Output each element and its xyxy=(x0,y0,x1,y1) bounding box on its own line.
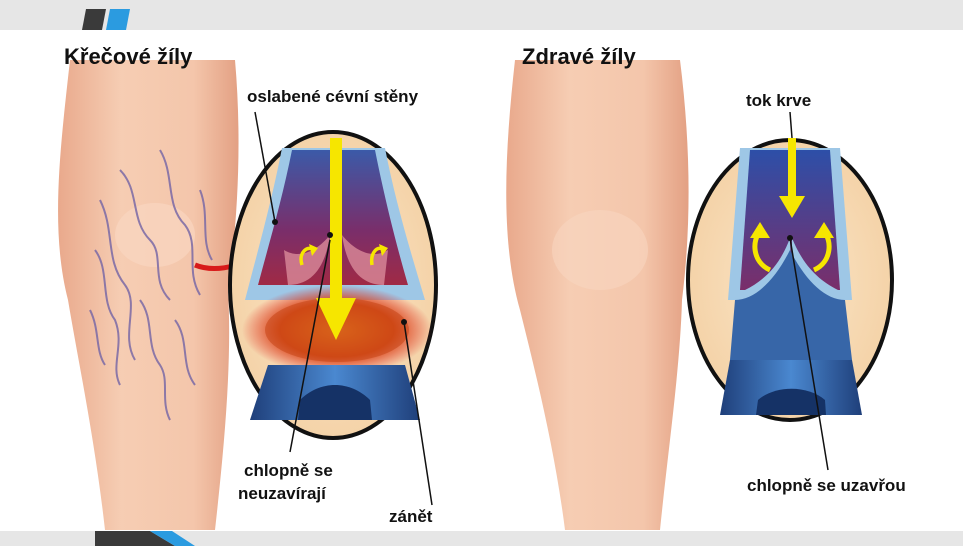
corner-logo-icon xyxy=(82,9,130,30)
blood-flow-label: tok krve xyxy=(746,90,811,111)
right-leg xyxy=(506,60,688,530)
varicose-veins-title: Křečové žíly xyxy=(64,44,192,70)
bottom-chevron-icon xyxy=(95,531,195,546)
valves-not-closing-label-2: neuzavírají xyxy=(238,483,326,504)
varicose-valve-zoom xyxy=(230,132,436,438)
weak-walls-label: oslabené cévní stěny xyxy=(247,86,418,107)
inflammation-label: zánět xyxy=(389,506,432,527)
healthy-valve-zoom xyxy=(688,138,892,420)
valves-not-closing-label-1: chlopně se xyxy=(244,460,333,481)
valves-closing-label: chlopně se uzavřou xyxy=(747,475,906,496)
healthy-veins-title: Zdravé žíly xyxy=(522,44,636,70)
